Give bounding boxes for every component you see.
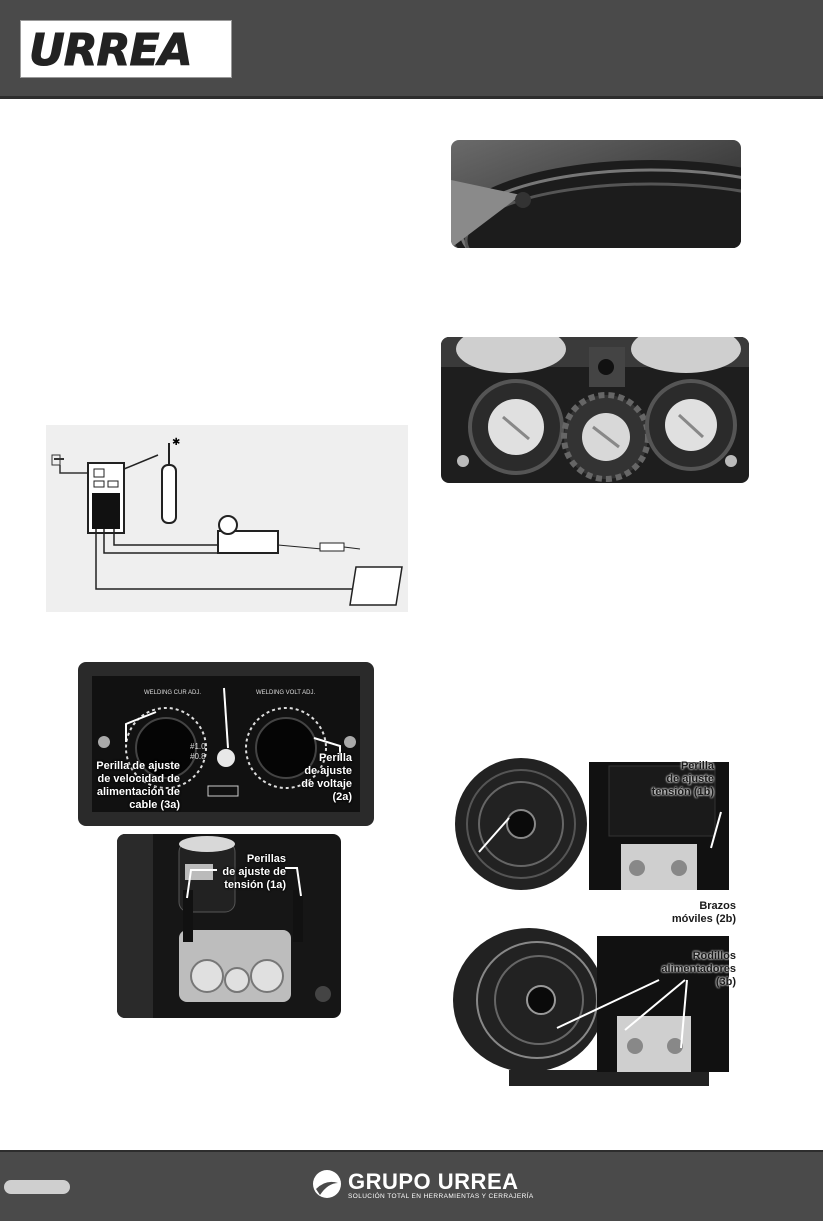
urrea-logo: URREA: [20, 20, 232, 78]
grupo-urrea-logo: GRUPO URREA SOLUCIÓN TOTAL EN HERRAMIENT…: [312, 1169, 534, 1205]
label-brazos-moviles: Brazos móviles (2b): [671, 900, 736, 925]
svg-text:✱: ✱: [172, 437, 180, 448]
feeder-spool-bottom-photo: [449, 920, 747, 1088]
wire-feeder-photo: [117, 834, 341, 1018]
dial-label-voltage: WELDING VOLT ADJ.: [256, 690, 316, 696]
label-perilla-tension-1b: Perilla de ajuste tensión (1b): [651, 760, 714, 798]
knob-scale: #1.0 #0.8: [190, 742, 206, 761]
footer-tagline: SOLUCIÓN TOTAL EN HERRAMIENTAS Y CERRAJE…: [348, 1193, 534, 1200]
feeder-spool-top-photo: [449, 752, 747, 902]
drive-roll-closeup-photo: [451, 140, 741, 248]
grupo-urrea-emblem-icon: [313, 1170, 341, 1198]
control-panel-photo: WELDING CUR ADJ. WELDING VOLT ADJ. #1.0 …: [78, 662, 374, 826]
page-number-tab: [4, 1180, 70, 1194]
label-perilla-voltaje: Perilla de ajuste de voltaje (2a): [301, 752, 352, 803]
header-bar: URREA: [0, 0, 823, 99]
footer-brand: GRUPO URREA: [348, 1169, 519, 1194]
label-perilla-tension-1a: Perillas de ajuste de tensión (1a): [222, 853, 286, 891]
label-perilla-alimentacion: Perilla de ajuste de velocidad de alimen…: [96, 760, 180, 811]
logo-text: URREA: [29, 25, 194, 77]
installation-diagram: ✱: [46, 425, 408, 612]
gear-rollers-photo: [441, 337, 749, 483]
dial-label-current: WELDING CUR ADJ.: [144, 690, 202, 696]
label-rodillos: Rodillos alimentadores (3b): [661, 950, 736, 988]
footer-bar: GRUPO URREA SOLUCIÓN TOTAL EN HERRAMIENT…: [0, 1150, 823, 1221]
